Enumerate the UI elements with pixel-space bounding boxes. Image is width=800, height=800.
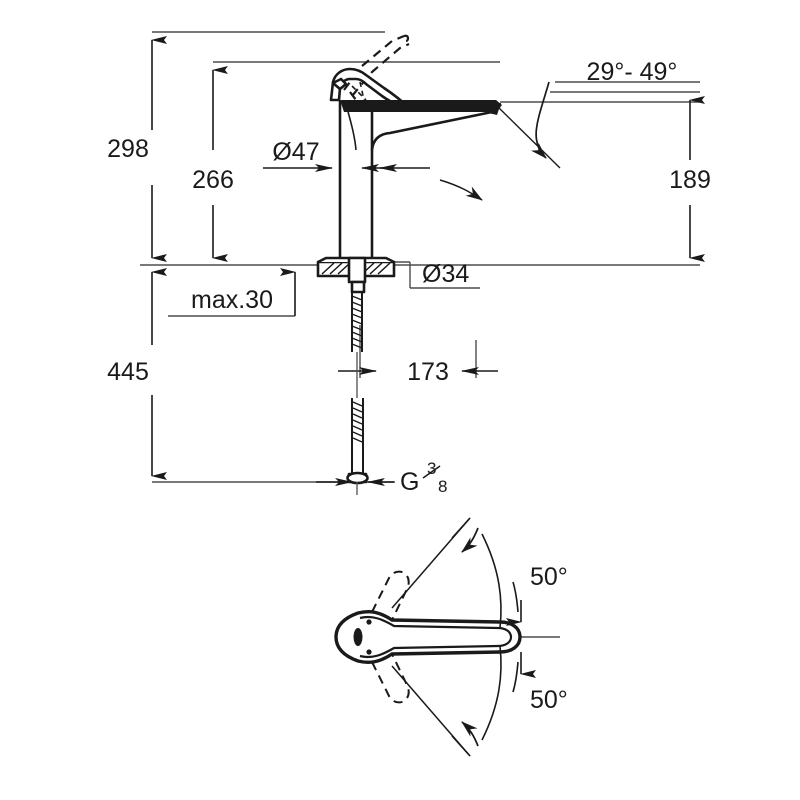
dimension-298-label: 298 (107, 135, 149, 163)
dimension-swivel-upper-label: 50° (530, 563, 568, 591)
handle-body (334, 610, 522, 664)
dimension-266-label: 266 (192, 166, 234, 194)
dimension-266: 266 (192, 66, 234, 262)
spout-top-edge (340, 100, 502, 112)
dimension-swivel-lower: 50° (391, 645, 568, 757)
dimension-d34: Ø34 (390, 260, 469, 288)
thread-numerator-label: 3 (427, 459, 436, 478)
dimension-swivel-label: 29°- 49° (587, 58, 678, 86)
internal-leader-arrows (361, 164, 483, 201)
base-escutcheon (316, 256, 396, 294)
dimension-189: 189 (669, 96, 711, 262)
dimension-d47-label: Ø47 (272, 138, 319, 166)
threaded-shank-upper (351, 292, 363, 352)
dimension-swivel-upper: 50° (391, 517, 568, 629)
spout-underside (370, 110, 493, 151)
plan-swivel-limit-lines (451, 517, 471, 757)
dimension-spout-swivel: 29°- 49° (496, 58, 700, 169)
dimension-445-label: 445 (107, 358, 149, 386)
faucet-plan-view: 50° 50° (334, 517, 568, 757)
dimension-swivel-lower-label: 50° (530, 686, 568, 714)
thread-callout-g38: G 3 8 (316, 459, 447, 496)
lever-pivot-detail (351, 81, 367, 101)
dimension-173-label: 173 (407, 358, 449, 386)
connection-tail (346, 398, 369, 485)
dimension-d34-label: Ø34 (422, 260, 469, 288)
body-inner-contour (346, 107, 357, 151)
thread-denominator-label: 8 (438, 477, 447, 496)
dimension-d47: Ø47 (263, 138, 430, 172)
dimension-173: 173 (338, 325, 498, 386)
faucet-side-view (316, 34, 502, 495)
dimension-445: 445 (107, 268, 167, 480)
extension-lines (140, 31, 700, 483)
thread-letter-label: G (400, 468, 419, 496)
dimension-max30-label: max.30 (191, 286, 273, 314)
dimension-298: 298 (107, 36, 167, 262)
dimension-189-label: 189 (669, 166, 711, 194)
dimension-max30: max.30 (191, 268, 296, 316)
aerator (484, 103, 501, 115)
